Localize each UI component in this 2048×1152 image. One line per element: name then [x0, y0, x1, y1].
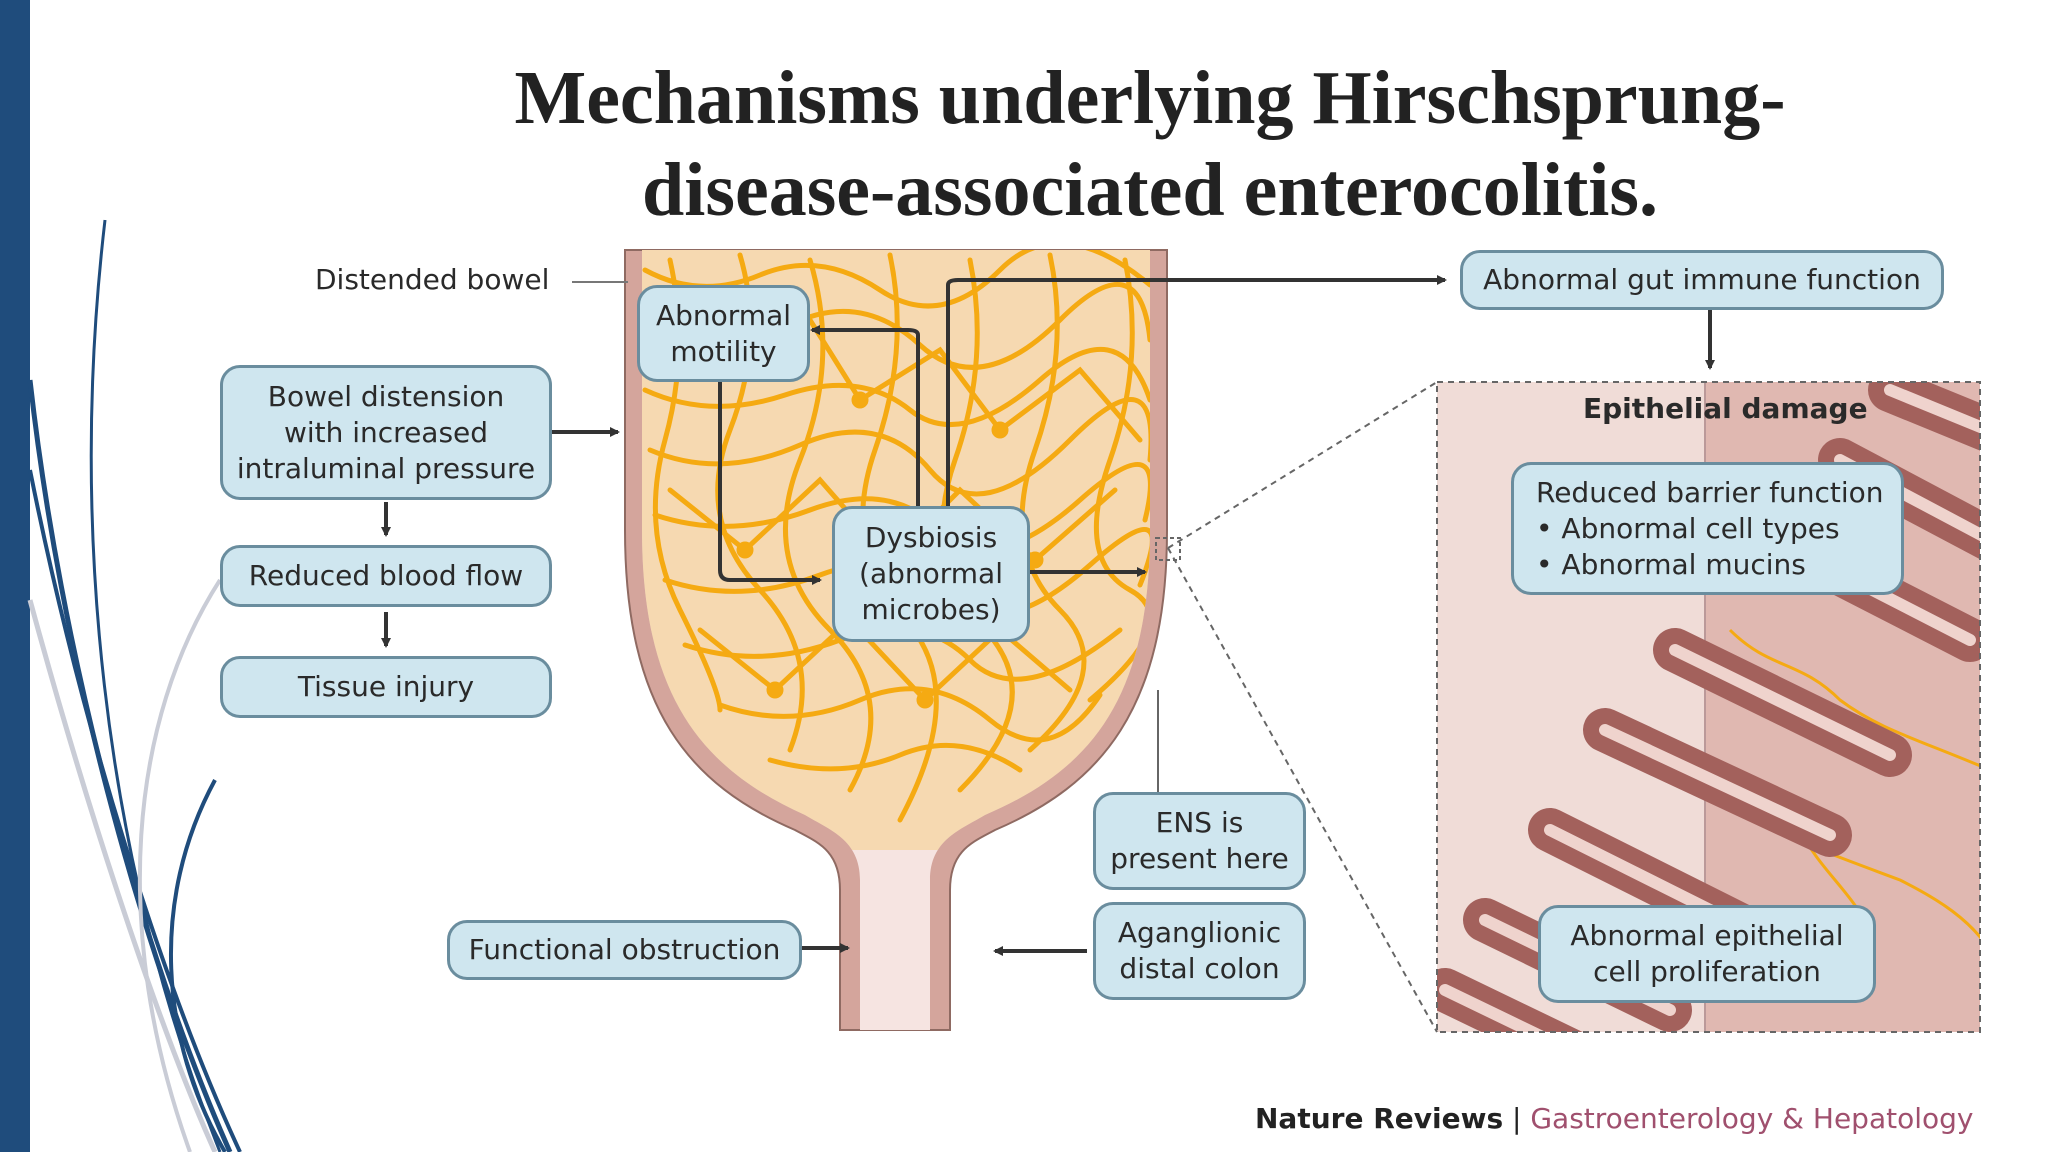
- tissue-injury-box: Tissue injury: [220, 656, 552, 718]
- title-line-2: disease-associated enterocolitis.: [642, 148, 1658, 232]
- distended-bowel-label: Distended bowel: [315, 263, 550, 296]
- abnormal-motility-line-2: motility: [670, 334, 777, 368]
- aganglionic-line-1: Aganglionic: [1117, 916, 1282, 949]
- barrier-bullet-mucins: • Abnormal mucins: [1536, 547, 1806, 581]
- abnormal-epithelial-line-1: Abnormal epithelial: [1570, 919, 1844, 952]
- aganglionic-box: Aganglionic distal colon: [1093, 902, 1306, 1000]
- tissue-injury-label: Tissue injury: [297, 670, 475, 703]
- arrow-icon: [381, 275, 1715, 956]
- aganglionic-line-2: distal colon: [1119, 952, 1280, 985]
- ens-present-box: ENS is present here: [1093, 792, 1306, 890]
- abnormal-epithelial-box: Abnormal epithelial cell proliferation: [1538, 905, 1876, 1003]
- enterocolitis-diagram: Distended bowel Bowel distension with in…: [200, 230, 2020, 1150]
- reduced-barrier-box: Reduced barrier function • Abnormal cell…: [1511, 462, 1904, 595]
- bowel-distension-line-2: with increased: [283, 415, 489, 449]
- figure-credit: Nature Reviews | Gastroenterology & Hepa…: [1255, 1102, 1973, 1135]
- page-title: Mechanisms underlying Hirschsprung- dise…: [330, 52, 1970, 236]
- ens-present-line-1: ENS is: [1155, 806, 1244, 839]
- barrier-bullet-cell-types: • Abnormal cell types: [1536, 511, 1840, 545]
- left-accent-bar: [0, 0, 30, 1152]
- abnormal-epithelial-line-2: cell proliferation: [1593, 955, 1821, 988]
- epithelial-panel-border: [1436, 381, 1981, 1033]
- dysbiosis-line-1: Dysbiosis: [864, 521, 998, 554]
- bowel-distension-line-3: intraluminal pressure: [236, 451, 536, 485]
- bowel-distension-line-1: Bowel distension: [267, 379, 505, 413]
- dysbiosis-line-2: (abnormal: [859, 557, 1003, 590]
- abnormal-gut-immune-label: Abnormal gut immune function: [1483, 263, 1921, 296]
- bowel-distension-box: Bowel distension with increased intralum…: [220, 365, 552, 500]
- abnormal-motility-box: Abnormal motility: [637, 285, 810, 382]
- functional-obstruction-box: Functional obstruction: [447, 920, 802, 980]
- reduced-barrier-heading: Reduced barrier function: [1536, 475, 1884, 509]
- epithelial-damage-title: Epithelial damage: [1583, 392, 1868, 425]
- credit-separator: |: [1503, 1102, 1531, 1135]
- title-line-1: Mechanisms underlying Hirschsprung-: [514, 56, 1786, 140]
- abnormal-motility-line-1: Abnormal: [655, 298, 792, 332]
- functional-obstruction-label: Functional obstruction: [468, 933, 781, 966]
- dysbiosis-line-3: microbes): [861, 593, 1001, 626]
- abnormal-gut-immune-box: Abnormal gut immune function: [1460, 250, 1944, 310]
- credit-journal: Gastroenterology & Hepatology: [1530, 1102, 1974, 1135]
- reduced-blood-flow-label: Reduced blood flow: [248, 559, 524, 592]
- dysbiosis-box: Dysbiosis (abnormal microbes): [832, 506, 1030, 642]
- ens-present-line-2: present here: [1110, 842, 1289, 875]
- credit-publisher: Nature Reviews: [1255, 1102, 1504, 1135]
- decorative-swoosh-lines: [27, 219, 242, 1152]
- reduced-blood-flow-box: Reduced blood flow: [220, 545, 552, 607]
